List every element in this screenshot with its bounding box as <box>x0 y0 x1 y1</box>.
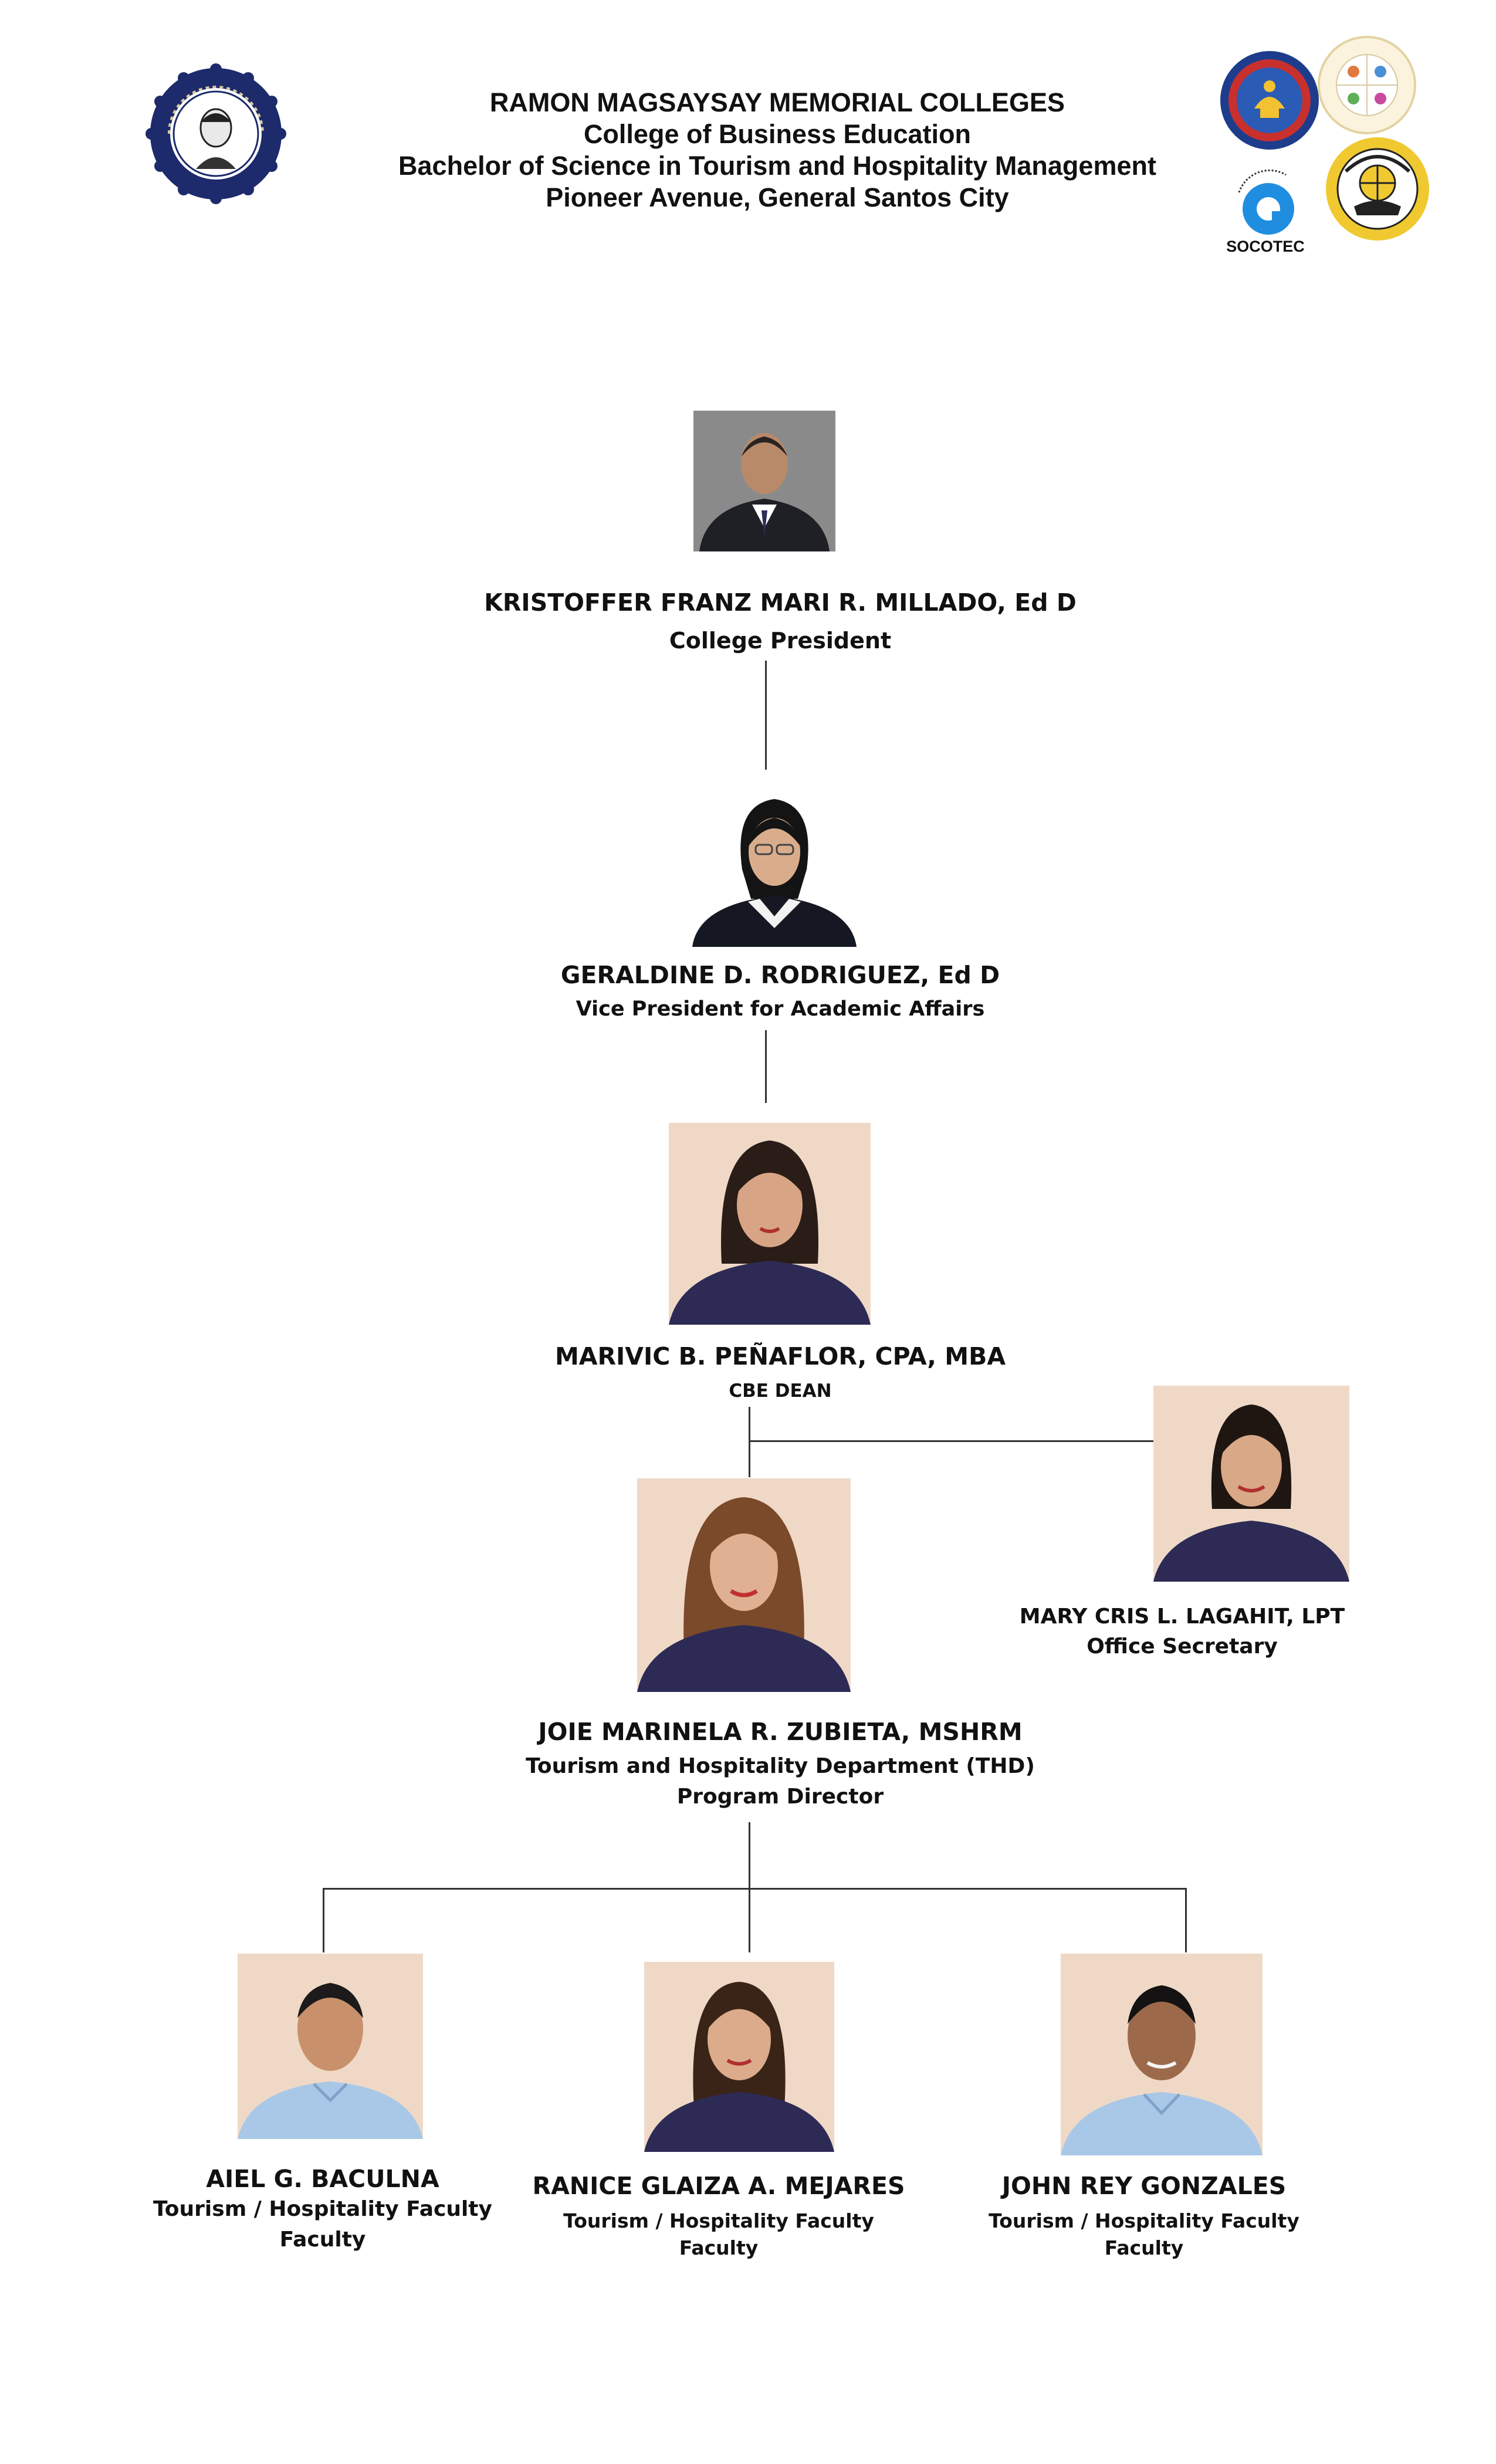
hospitality-management-seal-icon <box>1317 35 1417 135</box>
connector-director-faculty <box>749 1822 750 1952</box>
faculty-title: Tourism / Hospitality Faculty <box>989 2209 1299 2232</box>
secretary-title: Office Secretary <box>1087 1634 1278 1659</box>
faculty-role: Faculty <box>679 2236 759 2259</box>
faculty-role: Faculty <box>1104 2236 1184 2259</box>
faculty-role: Faculty <box>279 2228 366 2252</box>
connector-vp-dean <box>765 1030 767 1103</box>
connector-faculty-right <box>1185 1888 1187 1952</box>
faculty-photo <box>238 1954 423 2139</box>
college-address: Pioneer Avenue, General Santos City <box>546 182 1009 212</box>
dean-name: MARIVIC B. PEÑAFLOR, CPA, MBA <box>554 1342 1006 1370</box>
faculty-title: Tourism / Hospitality Faculty <box>153 2197 492 2221</box>
connector-faculty-bar <box>323 1888 1186 1890</box>
dean-title: CBE DEAN <box>729 1380 832 1402</box>
connector-dean-secretary <box>749 1440 1153 1442</box>
director-photo <box>637 1478 851 1692</box>
vp-name: GERALDINE D. RODRIGUEZ, Ed D <box>560 961 1000 989</box>
connector-president-vp <box>765 661 767 770</box>
faculty-photo <box>1061 1954 1263 2155</box>
director-title: Program Director <box>676 1785 884 1809</box>
secretary-photo <box>1153 1386 1349 1582</box>
president-title: College President <box>669 628 892 654</box>
vp-photo <box>692 781 857 947</box>
faculty-name: JOHN REY GONZALES <box>1001 2172 1287 2200</box>
president-photo <box>693 411 835 551</box>
secretary-name: MARY CRIS L. LAGAHIT, LPT <box>1019 1605 1345 1629</box>
faculty-name: RANICE GLAIZA A. MEJARES <box>532 2172 905 2200</box>
vp-title: Vice President for Academic Affairs <box>576 997 985 1021</box>
president-name: KRISTOFFER FRANZ MARI R. MILLADO, Ed D <box>484 588 1077 617</box>
accreditation-seal-icon <box>1219 50 1320 151</box>
cbe-seal-icon <box>1325 136 1430 242</box>
faculty-title: Tourism / Hospitality Faculty <box>563 2209 874 2232</box>
faculty-photo <box>644 1962 834 2152</box>
socotec-certification-icon <box>1216 157 1315 257</box>
director-name: JOIE MARINELA R. ZUBIETA, MSHRM <box>538 1718 1023 1746</box>
faculty-name: AIEL G. BACULNA <box>206 2165 439 2193</box>
connector-faculty-left <box>323 1888 324 1952</box>
rmmc-seal-icon <box>145 63 286 204</box>
college-name: RAMON MAGSAYSAY MEMORIAL COLLEGES <box>489 87 1065 117</box>
director-department: Tourism and Hospitality Department (THD) <box>526 1754 1035 1778</box>
connector-dean-director <box>749 1407 750 1477</box>
program-name: Bachelor of Science in Tourism and Hospi… <box>398 151 1156 181</box>
college-department: College of Business Education <box>583 119 972 149</box>
dean-photo <box>669 1123 871 1325</box>
socotec-label: SOCOTEC <box>1226 238 1305 255</box>
